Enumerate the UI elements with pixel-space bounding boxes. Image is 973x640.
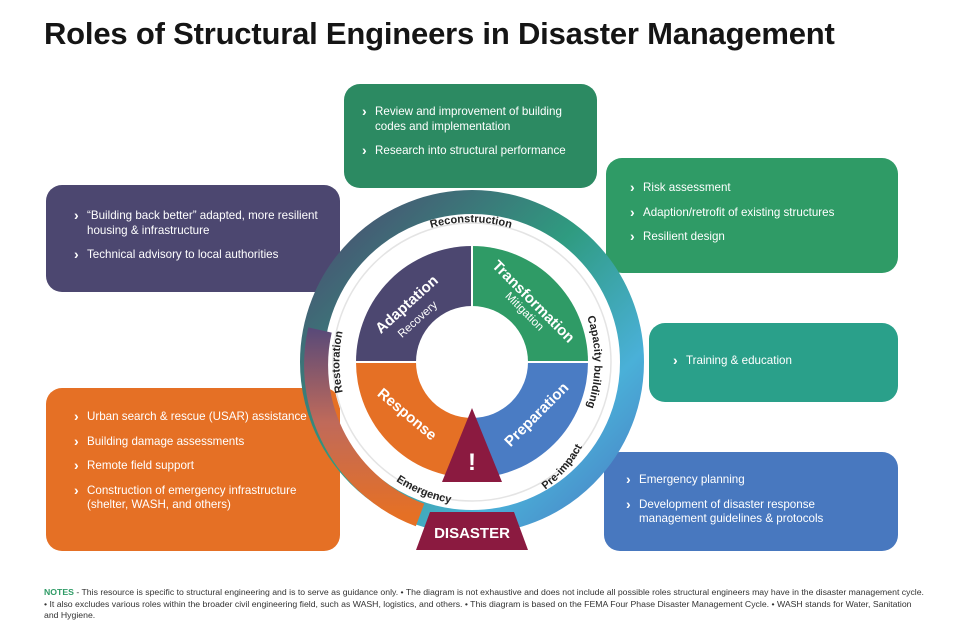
list-item: Adaption/retrofit of existing structures (630, 205, 880, 221)
disaster-label: DISASTER (434, 525, 510, 542)
reconstruction-roles-box: Review and improvement of building codes… (344, 84, 597, 188)
list-item: Research into structural performance (362, 143, 579, 159)
list-item: “Building back better” adapted, more res… (74, 208, 324, 238)
preparation-roles-box: Emergency planning Development of disast… (604, 452, 898, 551)
list-item: Emergency planning (626, 472, 884, 488)
disaster-triangle (442, 408, 502, 482)
exclamation-icon: ! (468, 449, 476, 476)
notes: NOTES - This resource is specific to str… (44, 587, 924, 622)
list-item: Remote field support (74, 458, 326, 474)
list-item: Risk assessment (630, 180, 880, 196)
recovery-roles-box: “Building back better” adapted, more res… (46, 185, 340, 292)
list-item: Building damage assessments (74, 434, 326, 450)
response-roles-box: Urban search & rescue (USAR) assistance … (46, 388, 340, 551)
list-item: Training & education (673, 353, 880, 369)
ring-label-restoration: Restoration (330, 330, 345, 395)
list-item: Resilient design (630, 229, 880, 245)
list-item: Review and improvement of building codes… (362, 104, 579, 134)
cycle-ring-left (304, 327, 425, 527)
list-item: Urban search & rescue (USAR) assistance (74, 409, 326, 425)
notes-label: NOTES (44, 587, 74, 597)
list-item: Development of disaster response managem… (626, 497, 884, 527)
list-item: Technical advisory to local authorities (74, 247, 324, 263)
mitigation-roles-box: Risk assessment Adaption/retrofit of exi… (606, 158, 898, 273)
capacity-building-roles-box: Training & education (649, 323, 898, 402)
list-item: Construction of emergency infrastructure… (74, 483, 326, 513)
page-title: Roles of Structural Engineers in Disaste… (44, 16, 835, 51)
disaster-tab (416, 512, 528, 550)
ring-outline (332, 222, 612, 502)
center-hole (416, 306, 528, 418)
notes-text: - This resource is specific to structura… (44, 587, 924, 620)
